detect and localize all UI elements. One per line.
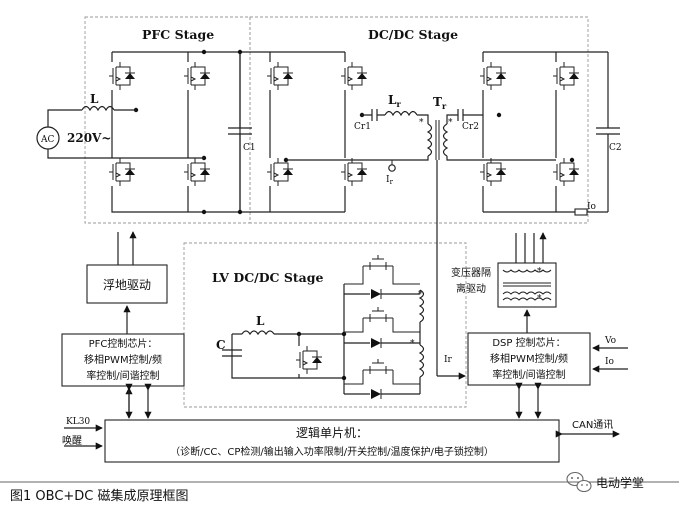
figure-caption: 图1 OBC+DC 磁集成原理框图 xyxy=(10,488,189,504)
pfc-controller-block xyxy=(61,333,185,387)
lv-winding-1-dot: * xyxy=(418,290,423,300)
tr-label: Tr xyxy=(433,95,447,111)
mcu-functions: （诊断/CC、CP检测/输出输入功率限制/开关控制/温度保护/电子锁控制） xyxy=(170,445,494,458)
tr-secondary-dot: * xyxy=(448,118,453,128)
pfc-controller-line3: 率控制/间谐控制 xyxy=(86,369,159,382)
cr1-capacitor xyxy=(362,109,385,121)
vo-label: Vo xyxy=(604,336,616,346)
kl30-label: KL30 xyxy=(66,417,90,427)
floating-driver-label: 浮地驱动 xyxy=(103,278,151,292)
lv-capacitor-label: C xyxy=(216,338,226,352)
tr-primary-dot: * xyxy=(419,118,424,128)
ir-sensor xyxy=(388,164,396,172)
c1-label: C1 xyxy=(243,143,256,153)
dcdc-secondary-bridge: * Cr2 C2 Io xyxy=(442,51,622,216)
can-label: CAN通讯 xyxy=(572,419,613,431)
ir-arrow-label: Ir xyxy=(444,355,453,365)
wechat-icon xyxy=(566,471,592,493)
dcdc-stage-title: DC/DC Stage xyxy=(368,27,458,42)
c2-label: C2 xyxy=(609,143,622,153)
pfc-controller-line2: 移相PWM控制/频 xyxy=(84,353,162,366)
lv-winding-2-dot: * xyxy=(410,339,415,349)
lv-stage-frame xyxy=(183,242,467,408)
watermark-text: 电动学堂 xyxy=(596,475,644,490)
pfc-stage-frame xyxy=(84,16,251,224)
cr2-label: Cr2 xyxy=(462,122,479,132)
pfc-inductor-label: L xyxy=(90,92,99,106)
pfc-inductor xyxy=(81,105,115,112)
lv-capacitor xyxy=(222,349,242,357)
cr1-label: Cr1 xyxy=(354,122,371,132)
transformer-primary xyxy=(426,123,433,157)
dcdc-stage-frame xyxy=(249,16,589,224)
lv-inductor xyxy=(241,330,275,336)
lv-winding-2 xyxy=(418,344,425,378)
lv-winding-1 xyxy=(418,289,425,323)
ir-label: Ir xyxy=(386,175,394,186)
floating-driver-block xyxy=(86,264,168,304)
lv-dcdc-circuit: C L * * xyxy=(216,255,425,400)
dsp-controller-line2: 移相PWM控制/频 xyxy=(490,352,568,365)
ac-source-label: AC xyxy=(40,135,54,145)
cr2-capacitor xyxy=(446,109,483,124)
iso-dot-1: * xyxy=(537,267,542,277)
pfc-input: AC L 220V~ xyxy=(36,92,204,159)
c2-capacitor xyxy=(596,52,620,212)
transformer-driver-label-2: 离驱动 xyxy=(456,282,486,295)
logic-mcu-block xyxy=(104,419,560,463)
transformer-driver-label-1: 变压器隔 xyxy=(451,266,491,279)
dsp-controller-block xyxy=(467,332,591,386)
io-shunt xyxy=(574,208,588,216)
pfc-bridge xyxy=(108,49,241,215)
pfc-bus-capacitor: C1 xyxy=(228,52,256,212)
transformer-core xyxy=(435,120,440,160)
ac-voltage-label: 220V~ xyxy=(67,131,111,145)
lr-inductor xyxy=(384,110,418,117)
transformer-secondary xyxy=(442,123,449,157)
pfc-controller-line1: PFC控制芯片： xyxy=(89,337,158,350)
io-label: Io xyxy=(587,202,596,212)
driver-to-pfc-arrows xyxy=(117,232,133,265)
io-input-label: Io xyxy=(605,357,614,367)
dsp-controller-line1: DSP 控制芯片： xyxy=(492,336,565,349)
wake-label: 唤醒 xyxy=(62,434,82,447)
mcu-title: 逻辑单片机： xyxy=(296,426,368,440)
iso-dot-2: * xyxy=(537,294,542,304)
dcdc-primary-bridge: Cr1 Lr * Ir xyxy=(237,49,433,215)
dsp-controller-line3: 率控制/间谐控制 xyxy=(492,368,565,381)
lv-inductor-label: L xyxy=(256,314,265,328)
lv-stage-title: LV DC/DC Stage xyxy=(212,270,323,285)
pfc-stage-title: PFC Stage xyxy=(142,27,214,42)
iso-to-bridge-arrows xyxy=(515,233,543,263)
lr-label: Lr xyxy=(388,93,401,109)
